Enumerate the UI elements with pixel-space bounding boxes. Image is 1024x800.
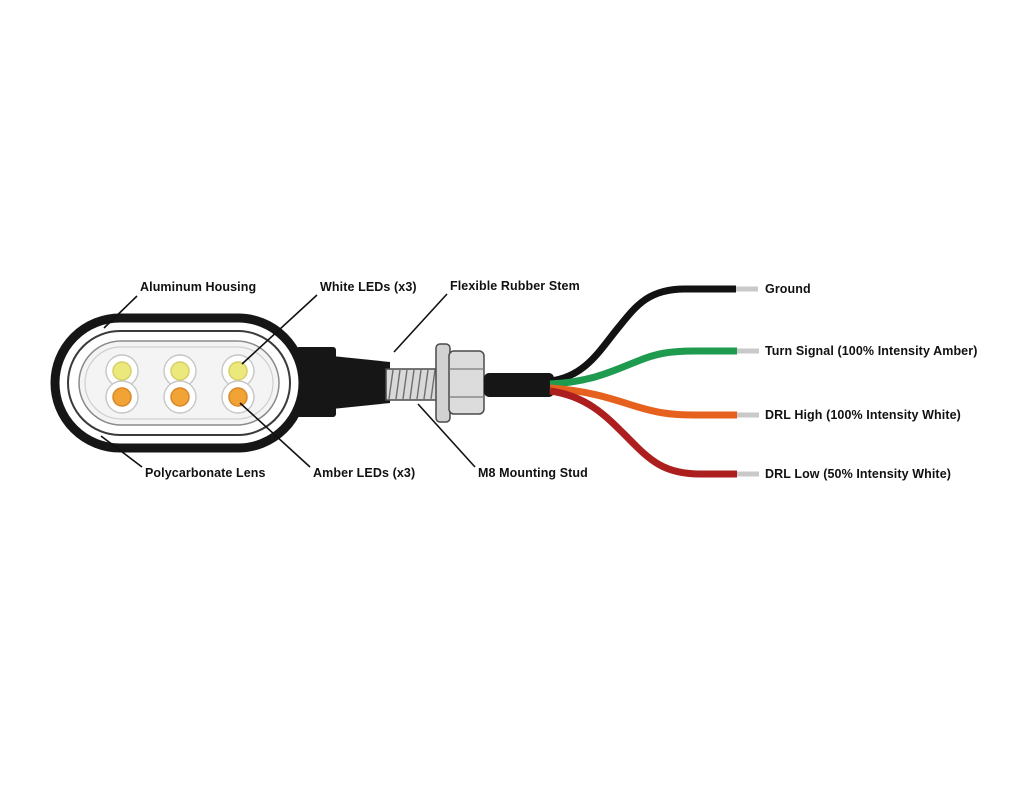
amber-led-2 — [170, 387, 190, 407]
ground-wire — [549, 285, 736, 385]
label-aluminum-housing: Aluminum Housing — [140, 280, 257, 294]
label-amber-leds: Amber LEDs (x3) — [313, 466, 416, 480]
label-m8-mounting-stud: M8 Mounting Stud — [478, 466, 588, 480]
flange-washer — [435, 343, 451, 423]
label-drl-low-wire: DRL Low (50% Intensity White) — [765, 467, 952, 481]
leader-aluminum-housing — [103, 295, 138, 329]
housing-inner-rim — [67, 330, 291, 436]
leader-white-leds — [241, 294, 318, 365]
label-ground-wire: Ground — [765, 282, 811, 296]
amber-led-3 — [228, 387, 248, 407]
label-white-leds: White LEDs (x3) — [320, 280, 417, 294]
label-drl-high-wire: DRL High (100% Intensity White) — [765, 408, 961, 422]
flexible-rubber-stem — [332, 356, 390, 409]
stud-threads — [388, 369, 436, 400]
leader-amber-leds — [239, 402, 311, 468]
label-flexible-rubber-stem: Flexible Rubber Stem — [450, 279, 580, 293]
label-polycarbonate-lens: Polycarbonate Lens — [145, 466, 266, 480]
turn-signal-wire — [549, 347, 737, 388]
white-led-3 — [228, 361, 248, 381]
wire-boot — [484, 373, 554, 397]
leader-polycarbonate-lens — [100, 435, 143, 468]
leader-m8-mounting-stud — [417, 403, 476, 468]
amber-led-1 — [112, 387, 132, 407]
white-led-1 — [112, 361, 132, 381]
leader-flexible-rubber-stem — [393, 293, 448, 353]
drl-high-wire — [549, 384, 737, 419]
stem-base-block — [296, 347, 336, 417]
label-turn-signal-wire: Turn Signal (100% Intensity Amber) — [765, 344, 978, 358]
hex-nut — [448, 350, 485, 415]
drl-low-wire — [549, 387, 737, 478]
leader-lines — [100, 293, 476, 468]
lens-inner-line — [84, 346, 274, 420]
white-led-2 — [170, 361, 190, 381]
